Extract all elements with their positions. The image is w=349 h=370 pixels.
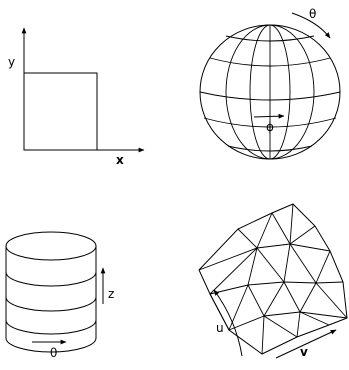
cylinder-theta-label: θ <box>50 346 57 360</box>
cylinder-body <box>5 246 97 353</box>
parameter-rectangle <box>23 72 98 151</box>
mesh-v-label: v <box>300 345 308 359</box>
sphere-parallel <box>209 57 331 67</box>
cylinder-ring <box>5 271 97 287</box>
plane-panel: y x <box>8 27 145 167</box>
cylinder-z-label: z <box>108 287 114 301</box>
theta-arrow <box>291 12 331 39</box>
sphere-parallel <box>225 35 315 42</box>
mesh-edges <box>198 203 348 355</box>
cylinder-ring <box>5 296 97 312</box>
cylinder-ring <box>5 319 97 335</box>
mesh-boundary <box>198 203 348 355</box>
sphere-parallel <box>199 91 341 101</box>
sphere-panel: θ ϕ <box>199 7 341 160</box>
sphere-parallel <box>227 145 313 152</box>
cylinder-panel: z θ <box>5 231 114 360</box>
mesh-panel: u v <box>198 203 348 359</box>
v-arrow <box>275 329 337 359</box>
u-arrow <box>213 289 243 357</box>
y-axis-label: y <box>8 55 15 69</box>
sphere-phi-label: ϕ <box>266 120 274 134</box>
cylinder-top <box>5 231 97 261</box>
x-axis-label: x <box>116 153 124 167</box>
sphere-theta-label: θ <box>309 7 316 21</box>
phi-arrow <box>253 113 285 119</box>
sphere-parallel <box>203 117 337 128</box>
mesh-u-label: u <box>216 321 224 335</box>
